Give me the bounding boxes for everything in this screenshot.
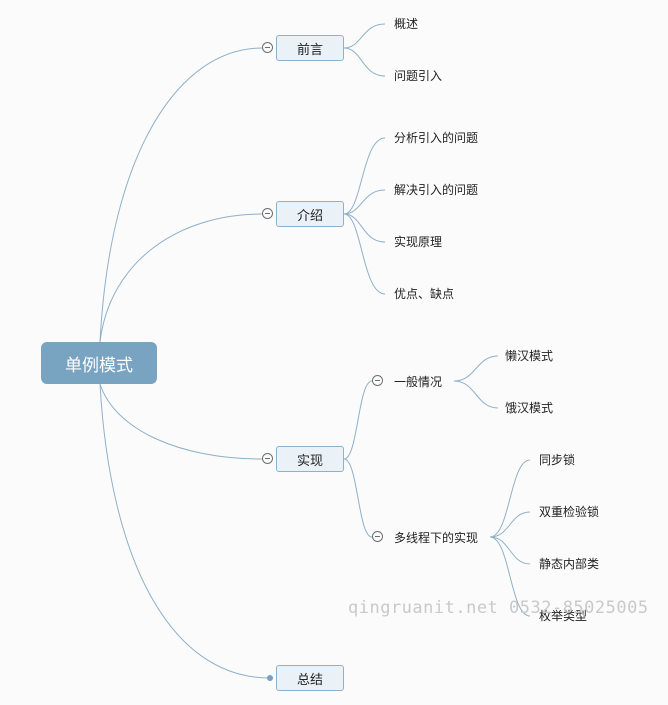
collapse-preface-icon[interactable] xyxy=(262,42,273,53)
collapse-impl-icon[interactable] xyxy=(262,453,273,464)
connector-multi-4 xyxy=(489,536,531,617)
leaf-general-lazy[interactable]: 懒汉模式 xyxy=(505,349,554,363)
connector-intro-1 xyxy=(343,137,386,215)
leaf-intro-principle[interactable]: 实现原理 xyxy=(394,235,443,249)
watermark: qingruanit.net 0532-85025005 xyxy=(348,598,649,618)
connector-root-summary xyxy=(99,383,271,679)
node-impl-multithread[interactable]: 多线程下的实现 xyxy=(394,531,479,545)
leaf-multi-enum[interactable]: 枚举类型 xyxy=(539,609,588,623)
connector-root-intro xyxy=(99,213,263,343)
connector-root-preface xyxy=(99,47,263,343)
connector-preface-2 xyxy=(343,47,386,77)
connector-multi-1 xyxy=(489,459,531,538)
branch-summary[interactable]: 总结 xyxy=(276,665,344,691)
leaf-general-eager[interactable]: 饿汉模式 xyxy=(505,401,554,415)
branch-preface[interactable]: 前言 xyxy=(276,35,344,61)
leaf-intro-pros-cons[interactable]: 优点、缺点 xyxy=(394,287,455,301)
connector-impl-multi xyxy=(343,458,373,538)
connector-multi-2 xyxy=(489,511,531,538)
root-node[interactable]: 单例模式 xyxy=(41,342,157,384)
collapse-intro-icon[interactable] xyxy=(262,208,273,219)
leaf-intro-solve[interactable]: 解决引入的问题 xyxy=(394,183,479,197)
leaf-preface-problem[interactable]: 问题引入 xyxy=(394,69,443,83)
node-impl-general[interactable]: 一般情况 xyxy=(394,375,443,389)
branch-impl[interactable]: 实现 xyxy=(276,446,344,472)
connector-preface-1 xyxy=(343,23,386,49)
connector-general-1 xyxy=(453,355,499,382)
connector-impl-general xyxy=(343,380,373,460)
connector-intro-4 xyxy=(343,213,386,295)
summary-dot-icon xyxy=(267,675,273,681)
leaf-multi-double-check[interactable]: 双重检验锁 xyxy=(539,505,600,519)
connector-intro-3 xyxy=(343,213,386,243)
collapse-general-icon[interactable] xyxy=(372,375,383,386)
leaf-preface-overview[interactable]: 概述 xyxy=(394,17,419,31)
connector-root-impl xyxy=(99,383,263,460)
connector-general-2 xyxy=(453,380,499,409)
connector-intro-2 xyxy=(343,189,386,215)
connector-multi-3 xyxy=(489,536,531,565)
branch-intro[interactable]: 介绍 xyxy=(276,201,344,227)
leaf-multi-static-inner[interactable]: 静态内部类 xyxy=(539,557,600,571)
leaf-multi-sync[interactable]: 同步锁 xyxy=(539,453,576,467)
collapse-multi-icon[interactable] xyxy=(372,531,383,542)
leaf-intro-analyze[interactable]: 分析引入的问题 xyxy=(394,131,479,145)
